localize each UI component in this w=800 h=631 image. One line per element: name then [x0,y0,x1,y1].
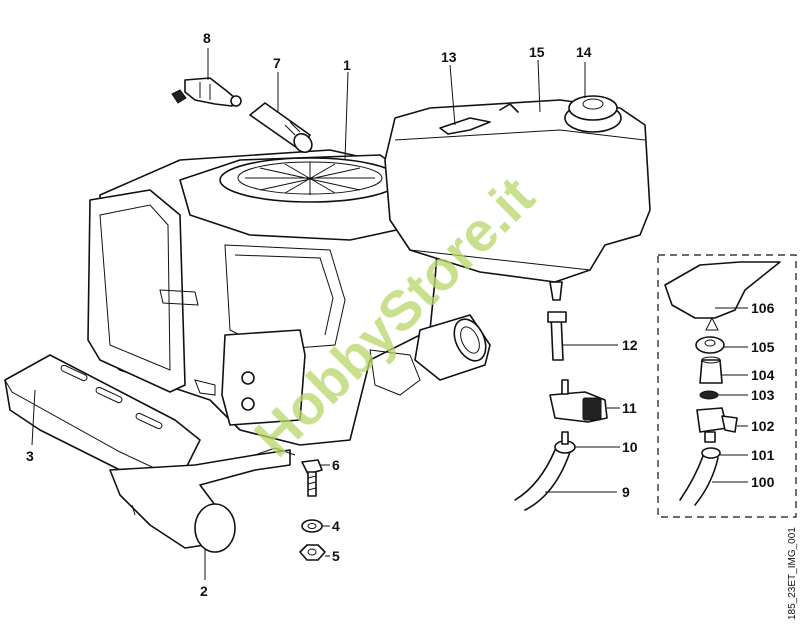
inset-hose-100 [679,455,719,506]
fuel-cap [564,95,622,133]
callout-10: 10 [622,439,638,455]
washer [301,519,323,533]
leader-lines [31,48,748,580]
callout-11: 11 [622,400,637,416]
fuel-filter-12 [547,311,567,361]
callout-14: 14 [576,44,592,60]
callout-104: 104 [751,367,775,383]
callout-106: 106 [751,300,775,316]
inset-clamp-101 [701,447,721,459]
callout-3: 3 [26,448,34,464]
callout-4: 4 [332,518,340,534]
fuel-hose-9 [514,449,571,511]
bolt [301,459,323,497]
callout-103: 103 [751,387,775,403]
callout-9: 9 [622,484,630,500]
callout-labels: 1 2 3 4 5 6 7 8 9 10 11 12 13 14 15 106 … [26,30,775,599]
callout-15: 15 [529,44,545,60]
callout-102: 102 [751,418,775,434]
muffler-pipe [109,447,296,553]
callout-8: 8 [203,30,211,46]
hose-clamp-10 [554,431,576,454]
part-7-fitting [249,102,313,154]
callout-2: 2 [200,583,208,599]
reference-code: 185_23ET_IMG_001 [787,527,798,620]
callout-7: 7 [273,55,281,71]
inset-tank-bottom [664,261,781,331]
callout-6: 6 [332,457,340,473]
callout-100: 100 [751,474,775,490]
callout-105: 105 [751,339,775,355]
inset-grommet-105 [695,336,725,354]
tank-clip [439,103,519,135]
inset-valve-102 [696,407,738,443]
muffler-heat-shield [4,354,201,481]
inset-detail-box [657,254,797,518]
nut [299,544,326,561]
inset-oring-103 [699,390,719,400]
inset-fitting-104 [699,356,723,384]
callout-5: 5 [332,548,340,564]
fuel-valve-11 [549,379,608,423]
fuel-tank [384,99,651,301]
callout-1: 1 [343,57,351,73]
callout-101: 101 [751,447,775,463]
callout-12: 12 [622,337,638,353]
part-8-valve [171,77,242,107]
callout-13: 13 [441,49,457,65]
engine [87,149,491,446]
